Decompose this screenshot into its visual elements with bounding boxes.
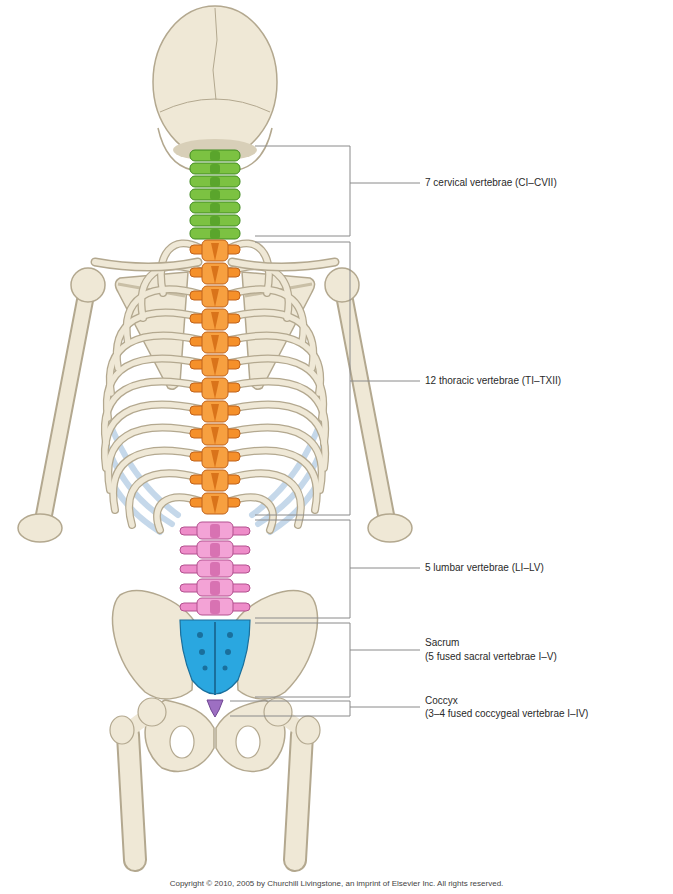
bracket-lines-part xyxy=(255,623,350,697)
thoracic-vertebrae-part xyxy=(190,470,240,491)
lumbar-vertebrae-part xyxy=(180,541,250,558)
skull xyxy=(153,6,277,170)
sacrum-part xyxy=(197,632,203,638)
skull-part xyxy=(160,99,270,112)
skull-part xyxy=(153,6,277,158)
thoracic-vertebrae-part xyxy=(190,309,240,330)
skull-part xyxy=(173,139,257,161)
clavicle-part xyxy=(232,262,335,267)
sacrum-part xyxy=(180,620,250,694)
region-label: Sacrum xyxy=(425,637,459,649)
bracket-lines-part xyxy=(350,650,420,651)
lumbar-vertebrae-part xyxy=(180,598,250,615)
sacrum-part xyxy=(203,666,208,671)
copyright-note: Copyright © 2010, 2005 by Churchill Livi… xyxy=(170,879,504,889)
region-note: (3–4 fused coccygeal vertebrae I–IV) xyxy=(425,708,588,720)
thoracic-vertebrae-part xyxy=(190,332,240,353)
femur xyxy=(110,698,320,860)
cervical-vertebrae-part xyxy=(190,189,240,200)
bracket-lines-part xyxy=(350,381,420,382)
cervical-vertebrae-part xyxy=(190,163,240,174)
coccyx-part xyxy=(207,700,223,717)
region-label: 5 lumbar vertebrae (LI–LV) xyxy=(425,562,544,574)
bracket-lines-part xyxy=(255,146,350,236)
bracket-lines-part xyxy=(350,568,420,569)
rib-cage-part xyxy=(230,243,325,530)
skull-part xyxy=(213,8,217,100)
rib-cage-part xyxy=(105,243,200,530)
bracket-lines-part xyxy=(255,520,350,618)
sacrum-part xyxy=(225,649,231,655)
arm-bones xyxy=(18,268,412,542)
rib-cage-part xyxy=(230,243,325,530)
femur-part xyxy=(264,698,320,860)
sacrum-part xyxy=(199,649,205,655)
coccyx xyxy=(207,700,223,717)
clavicle-part xyxy=(95,262,198,267)
bracket-lines-part xyxy=(350,707,420,708)
thoracic-vertebrae-part xyxy=(190,355,240,376)
thoracic-vertebrae-part xyxy=(190,263,240,284)
thoracic-vertebrae-part xyxy=(190,240,240,261)
sacrum xyxy=(180,620,250,695)
lumbar-vertebrae-part xyxy=(180,579,250,596)
lumbar-vertebrae-part xyxy=(180,560,250,577)
bracket-lines xyxy=(230,146,420,716)
bracket-lines-part xyxy=(350,183,420,184)
thoracic-vertebrae-part xyxy=(190,447,240,468)
lumbar-vertebrae xyxy=(180,522,250,615)
thoracic-vertebrae-part xyxy=(190,493,240,514)
cervical-vertebrae-part xyxy=(190,215,240,226)
cervical-vertebrae-part xyxy=(190,176,240,187)
thoracic-vertebrae-part xyxy=(190,286,240,307)
thoracic-vertebrae-part xyxy=(190,424,240,445)
cervical-vertebrae-part xyxy=(190,228,240,239)
region-note: (5 fused sacral vertebrae I–V) xyxy=(425,651,557,663)
lumbar-vertebrae-part xyxy=(180,522,250,539)
sacrum-part xyxy=(214,622,216,695)
cervical-vertebrae xyxy=(190,150,240,239)
femur-part xyxy=(110,698,166,860)
sacrum-part xyxy=(223,666,228,671)
bracket-lines-part xyxy=(255,242,350,515)
cervical-vertebrae-part xyxy=(190,202,240,213)
thoracic-vertebrae-part xyxy=(190,378,240,399)
thoracic-vertebrae-part xyxy=(190,401,240,422)
region-label: 12 thoracic vertebrae (TI–TXII) xyxy=(425,375,561,387)
rib-cage-part xyxy=(105,243,200,530)
thoracic-vertebrae xyxy=(190,240,240,514)
region-label: Coccyx xyxy=(425,695,458,707)
arm-bones-part xyxy=(325,268,412,542)
region-label: 7 cervical vertebrae (CI–CVII) xyxy=(425,177,557,189)
arm-bones-part xyxy=(18,268,105,542)
bracket-lines-part xyxy=(230,701,350,716)
sacrum-part xyxy=(227,632,233,638)
rib-cage xyxy=(105,243,325,530)
cervical-vertebrae-part xyxy=(190,150,240,161)
